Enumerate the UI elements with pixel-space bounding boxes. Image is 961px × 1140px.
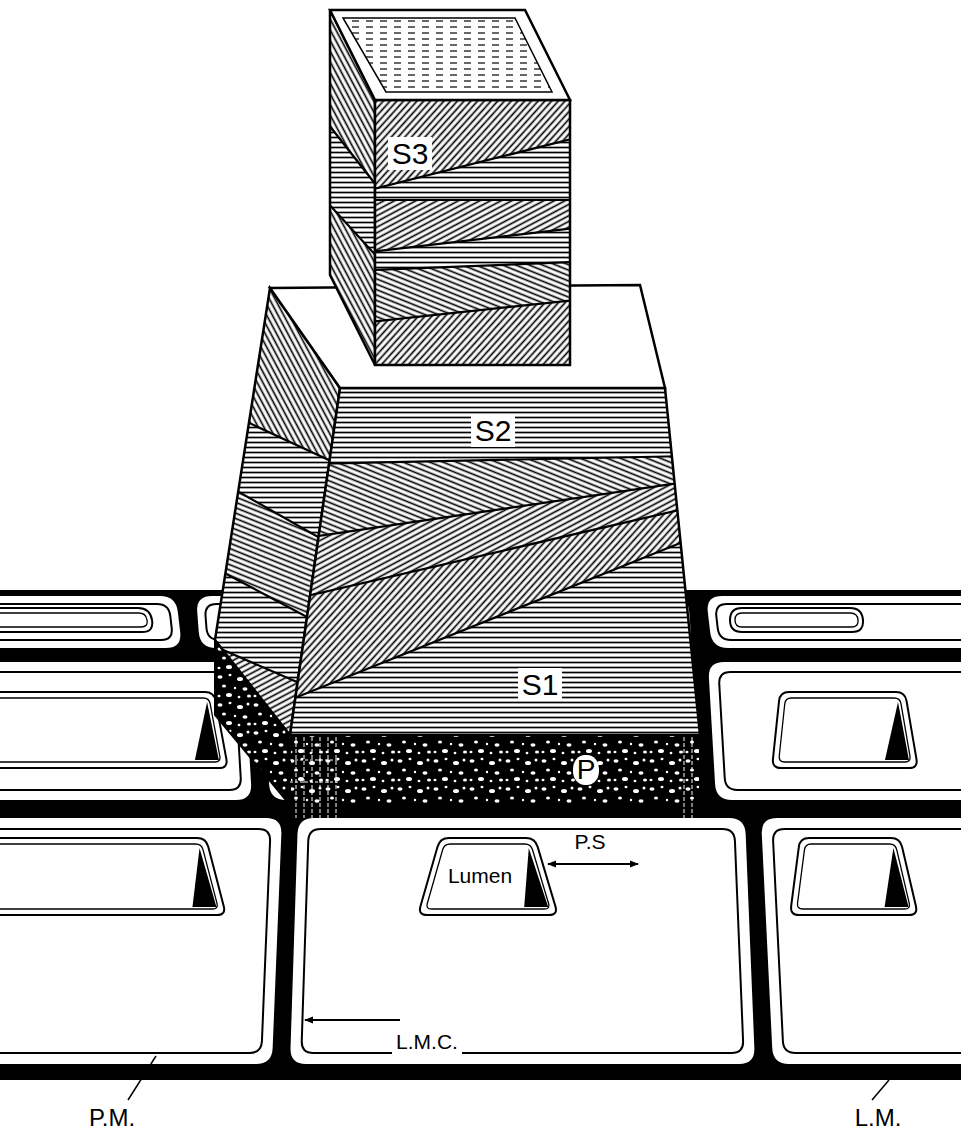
band-edge [370, 300, 575, 322]
band-edge [250, 496, 740, 609]
s3-front [370, 95, 575, 370]
band-edge [200, 400, 350, 470]
lumen-outline [420, 838, 556, 915]
s3-top [330, 10, 570, 100]
pointer-arrow [305, 1019, 400, 1021]
microfibril-band [370, 300, 575, 370]
cell-outline [0, 604, 172, 640]
cell-wall [0, 818, 281, 1064]
fibril-line [336, 737, 337, 818]
label-anchor: P [573, 755, 600, 786]
layer-outline [375, 100, 570, 365]
fibril-line [320, 737, 321, 818]
cell-outline [0, 672, 241, 790]
label-anchor: L.M.C. [392, 1030, 462, 1053]
cell-outline [0, 829, 270, 1053]
part-label: P.S [570, 830, 609, 853]
fibril-line [304, 737, 305, 818]
fibril-line [296, 737, 297, 818]
lumen-slot [0, 608, 152, 632]
lumen-inner-line [0, 698, 220, 762]
fibril-line [684, 737, 685, 818]
cell-wall [708, 596, 961, 648]
cell-wall [0, 596, 180, 648]
band-edge [370, 262, 575, 270]
label-anchor: Lumen [444, 864, 516, 887]
s3-opening [343, 18, 552, 92]
lumen-shadow [524, 848, 548, 907]
lumen-outline [0, 692, 227, 768]
label-anchor: S3 [388, 137, 433, 170]
part-label: P.M. [85, 1105, 139, 1131]
fibril-line [290, 760, 340, 761]
band-edge [370, 199, 575, 201]
fibril-line [312, 737, 313, 818]
part-label: P [573, 755, 600, 786]
label-anchor: L.M. [851, 1105, 906, 1131]
cell-outline [719, 672, 961, 790]
cell-wall [709, 662, 961, 800]
thickness-arrow [548, 863, 638, 865]
cell-wall [0, 662, 251, 800]
band-edge [325, 200, 380, 260]
lumen-inner-line [0, 844, 217, 909]
illustration [0, 0, 961, 1100]
lumen-slot-inner [735, 613, 858, 627]
part-label: L.M. [851, 1105, 906, 1131]
cell-outline [302, 829, 743, 1053]
fibril-line [328, 737, 329, 818]
lumen-slot [730, 608, 863, 632]
band-edge [250, 455, 740, 465]
label-anchor: P.M. [85, 1105, 139, 1131]
label-anchor: S1 [518, 668, 563, 701]
lumen-outline [0, 838, 224, 915]
lumen-shadow [885, 702, 909, 760]
lumen-shadow [885, 848, 909, 907]
leader-line [872, 1080, 889, 1100]
cell-outline [773, 829, 961, 1053]
fibril-line [290, 782, 340, 783]
lumen-slot-inner [0, 613, 147, 627]
lumen-inner-line [779, 698, 910, 762]
cell-wall [762, 818, 961, 1064]
cell-wall [291, 818, 755, 1064]
leader-line [128, 1056, 156, 1100]
lumen-outline [773, 692, 917, 768]
layer-outline [290, 388, 700, 735]
microfibril-band [325, 200, 380, 400]
band-edge [325, 120, 380, 190]
part-label: Lumen [444, 864, 516, 887]
lumen-outline [791, 838, 916, 915]
microfibril-band [370, 228, 575, 270]
lumen-inner-line [797, 844, 909, 909]
part-label: S1 [518, 668, 563, 701]
part-label: S3 [388, 137, 433, 170]
secondary-wall-front [250, 380, 740, 745]
part-label: S2 [471, 414, 516, 447]
cell-outline [716, 604, 961, 640]
part-label: L.M.C. [392, 1030, 462, 1053]
primary-wall-front [290, 735, 700, 805]
lumen-shadow [192, 848, 216, 907]
lumen-inner-line [427, 844, 549, 909]
label-anchor: S2 [471, 414, 516, 447]
band-edge [370, 228, 575, 252]
fibril-line [692, 737, 693, 818]
band-edge [250, 519, 740, 716]
label-anchor: P.S [570, 830, 609, 853]
